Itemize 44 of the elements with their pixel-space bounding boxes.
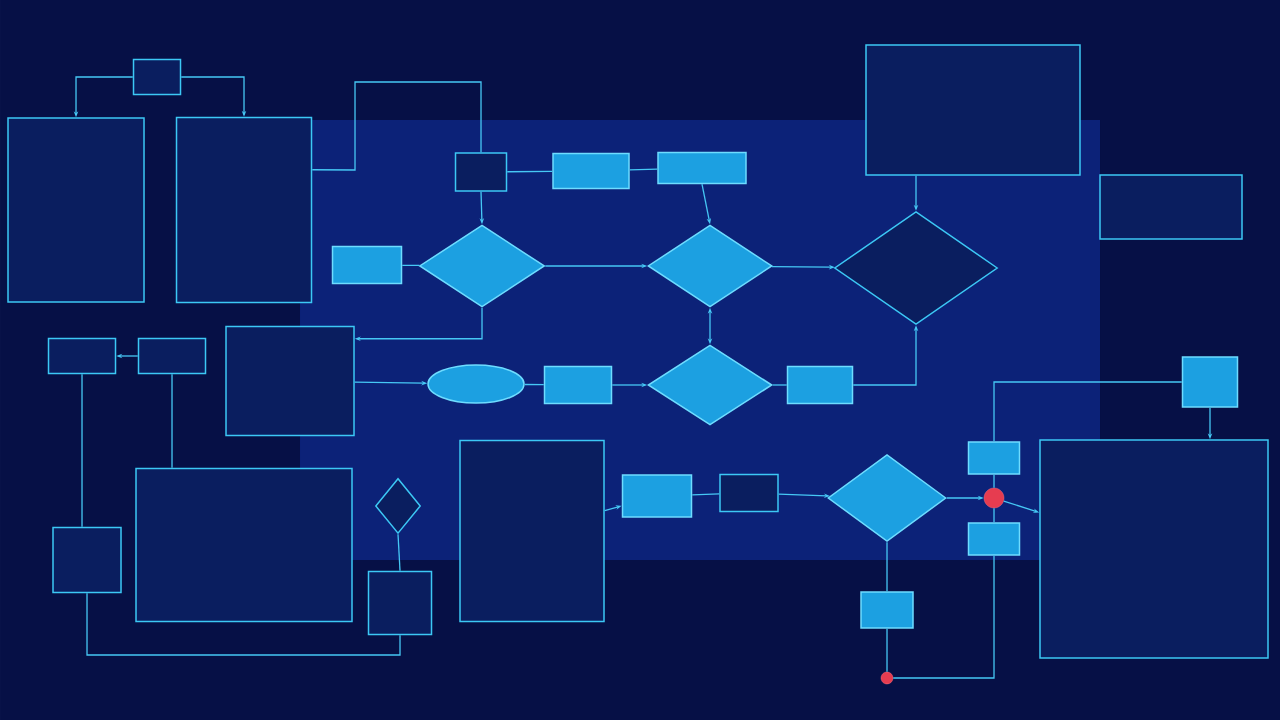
terminal-ellipse xyxy=(427,364,525,404)
process-box xyxy=(459,439,605,623)
process-box xyxy=(860,591,914,629)
process-box xyxy=(552,152,630,190)
connector xyxy=(993,507,995,523)
process-box xyxy=(1039,439,1269,659)
connector xyxy=(524,383,545,386)
process-box xyxy=(1099,174,1243,240)
connector xyxy=(993,474,995,489)
process-box xyxy=(47,337,117,375)
connector xyxy=(629,168,658,171)
process-box xyxy=(135,467,353,623)
connector xyxy=(886,628,888,673)
process-box xyxy=(225,325,355,437)
process-box xyxy=(543,365,613,405)
process-box xyxy=(621,474,693,518)
process-box xyxy=(657,151,747,185)
process-box xyxy=(7,117,145,303)
process-box xyxy=(719,473,779,513)
process-box xyxy=(52,526,122,594)
process-box xyxy=(137,337,207,375)
process-box xyxy=(367,570,433,636)
connector xyxy=(81,373,83,528)
connector xyxy=(86,592,401,656)
junction-dot xyxy=(983,487,1005,509)
process-box xyxy=(967,522,1021,556)
connector xyxy=(892,555,995,679)
process-box xyxy=(786,365,854,405)
connector xyxy=(311,81,482,171)
connector xyxy=(772,384,788,386)
connector xyxy=(171,373,173,469)
connector xyxy=(886,541,888,592)
connector xyxy=(397,533,401,572)
process-box xyxy=(132,58,182,96)
process-box xyxy=(454,152,508,192)
process-box xyxy=(331,245,403,285)
connector xyxy=(993,381,1183,442)
process-box xyxy=(175,116,313,304)
process-box xyxy=(865,44,1081,176)
process-box xyxy=(1181,356,1239,408)
process-box xyxy=(967,441,1021,475)
connector xyxy=(691,493,720,496)
connector xyxy=(506,170,553,173)
connector xyxy=(401,264,421,267)
